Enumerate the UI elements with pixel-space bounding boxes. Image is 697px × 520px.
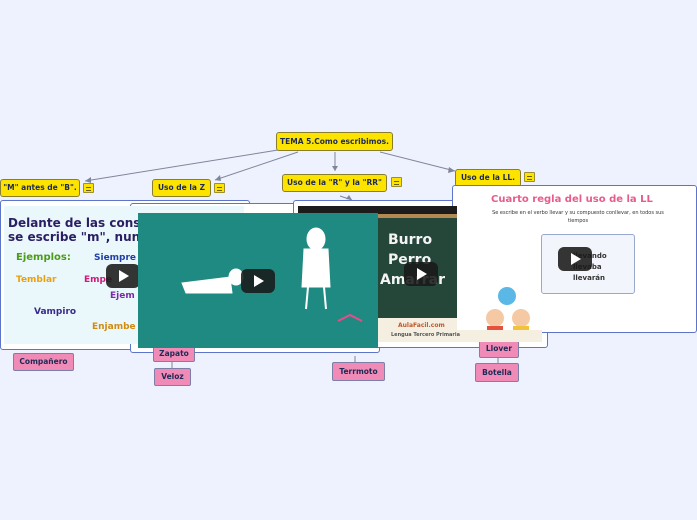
- leaf-veloz[interactable]: Veloz: [154, 368, 191, 386]
- branch-uso-r-rr[interactable]: Uso de la "R" y la "RR": [282, 174, 387, 192]
- connector-root-ll: [379, 151, 456, 172]
- notes-icon[interactable]: [524, 172, 535, 182]
- connector-root-m: [84, 149, 279, 182]
- leaf-llover[interactable]: Llover: [479, 340, 519, 358]
- play-button-icon[interactable]: [404, 262, 438, 286]
- video-site: AulaFacil.com: [398, 322, 445, 329]
- video-title-line2: se escribe "m", nunca: [8, 230, 156, 244]
- leaf-label: Zapato: [159, 349, 189, 358]
- arrow-head-ll: [448, 167, 455, 173]
- kids-illustration: [486, 287, 530, 330]
- leaf-terrmoto[interactable]: Terrmoto: [332, 362, 385, 381]
- card-line: llevarán: [573, 274, 605, 282]
- branch-label: Uso de la Z: [157, 183, 206, 192]
- leaf-companero[interactable]: Compañero: [13, 353, 74, 371]
- leaf-label: Llover: [485, 344, 513, 353]
- arrow-head-z: [215, 175, 221, 181]
- root-topic[interactable]: TEMA 5.Como escribimos.: [276, 132, 393, 151]
- notes-icon[interactable]: [83, 183, 94, 193]
- video-title: Cuarto regla del uso de la LL: [491, 194, 653, 205]
- video-word: Ejem: [110, 291, 135, 301]
- branch-label: "M" antes de "B".: [3, 183, 77, 192]
- notes-icon[interactable]: [391, 177, 402, 187]
- leaf-label: Terrmoto: [339, 367, 378, 376]
- leaf-label: Botella: [482, 368, 512, 377]
- video-word: Temblar: [16, 275, 57, 285]
- video-uso-z[interactable]: [138, 213, 378, 348]
- video-rule: Se escribe en el verbo llevar y su compu…: [492, 210, 664, 224]
- video-course: Lengua Tercero Primaria: [391, 332, 460, 338]
- leaf-label: Veloz: [161, 372, 184, 381]
- notes-icon[interactable]: [214, 183, 225, 193]
- video-title-line1: Delante de las conso: [8, 216, 149, 230]
- play-button-icon[interactable]: [558, 247, 592, 271]
- video-word: Enjambe: [92, 322, 136, 332]
- branch-label: Uso de la LL.: [460, 173, 516, 182]
- video-word: Empe: [84, 275, 113, 285]
- arrow-head-m: [85, 177, 91, 183]
- branch-m-before-b[interactable]: "M" antes de "B".: [0, 179, 80, 197]
- branch-label: Uso de la "R" y la "RR": [287, 178, 382, 187]
- branch-uso-z[interactable]: Uso de la Z: [152, 179, 211, 197]
- leaf-label: Compañero: [19, 357, 68, 366]
- video-examples-label: Ejemplos:: [16, 252, 71, 263]
- play-button-icon[interactable]: [241, 269, 275, 293]
- root-topic-label: TEMA 5.Como escribimos.: [280, 137, 389, 146]
- video-word: Siempre: [94, 253, 137, 263]
- play-button-icon[interactable]: [106, 264, 140, 288]
- arrow-head-r-child: [346, 195, 352, 200]
- arrow-head-r: [332, 166, 338, 171]
- video-word: Vampiro: [34, 307, 77, 317]
- leaf-botella[interactable]: Botella: [475, 363, 519, 382]
- connector-root-z: [214, 151, 299, 181]
- video-uso-ll[interactable]: Cuarto regla del uso de la LL Se escribe…: [457, 190, 693, 330]
- cartoon-illustration: [181, 227, 363, 322]
- video-word: Burro: [388, 232, 433, 248]
